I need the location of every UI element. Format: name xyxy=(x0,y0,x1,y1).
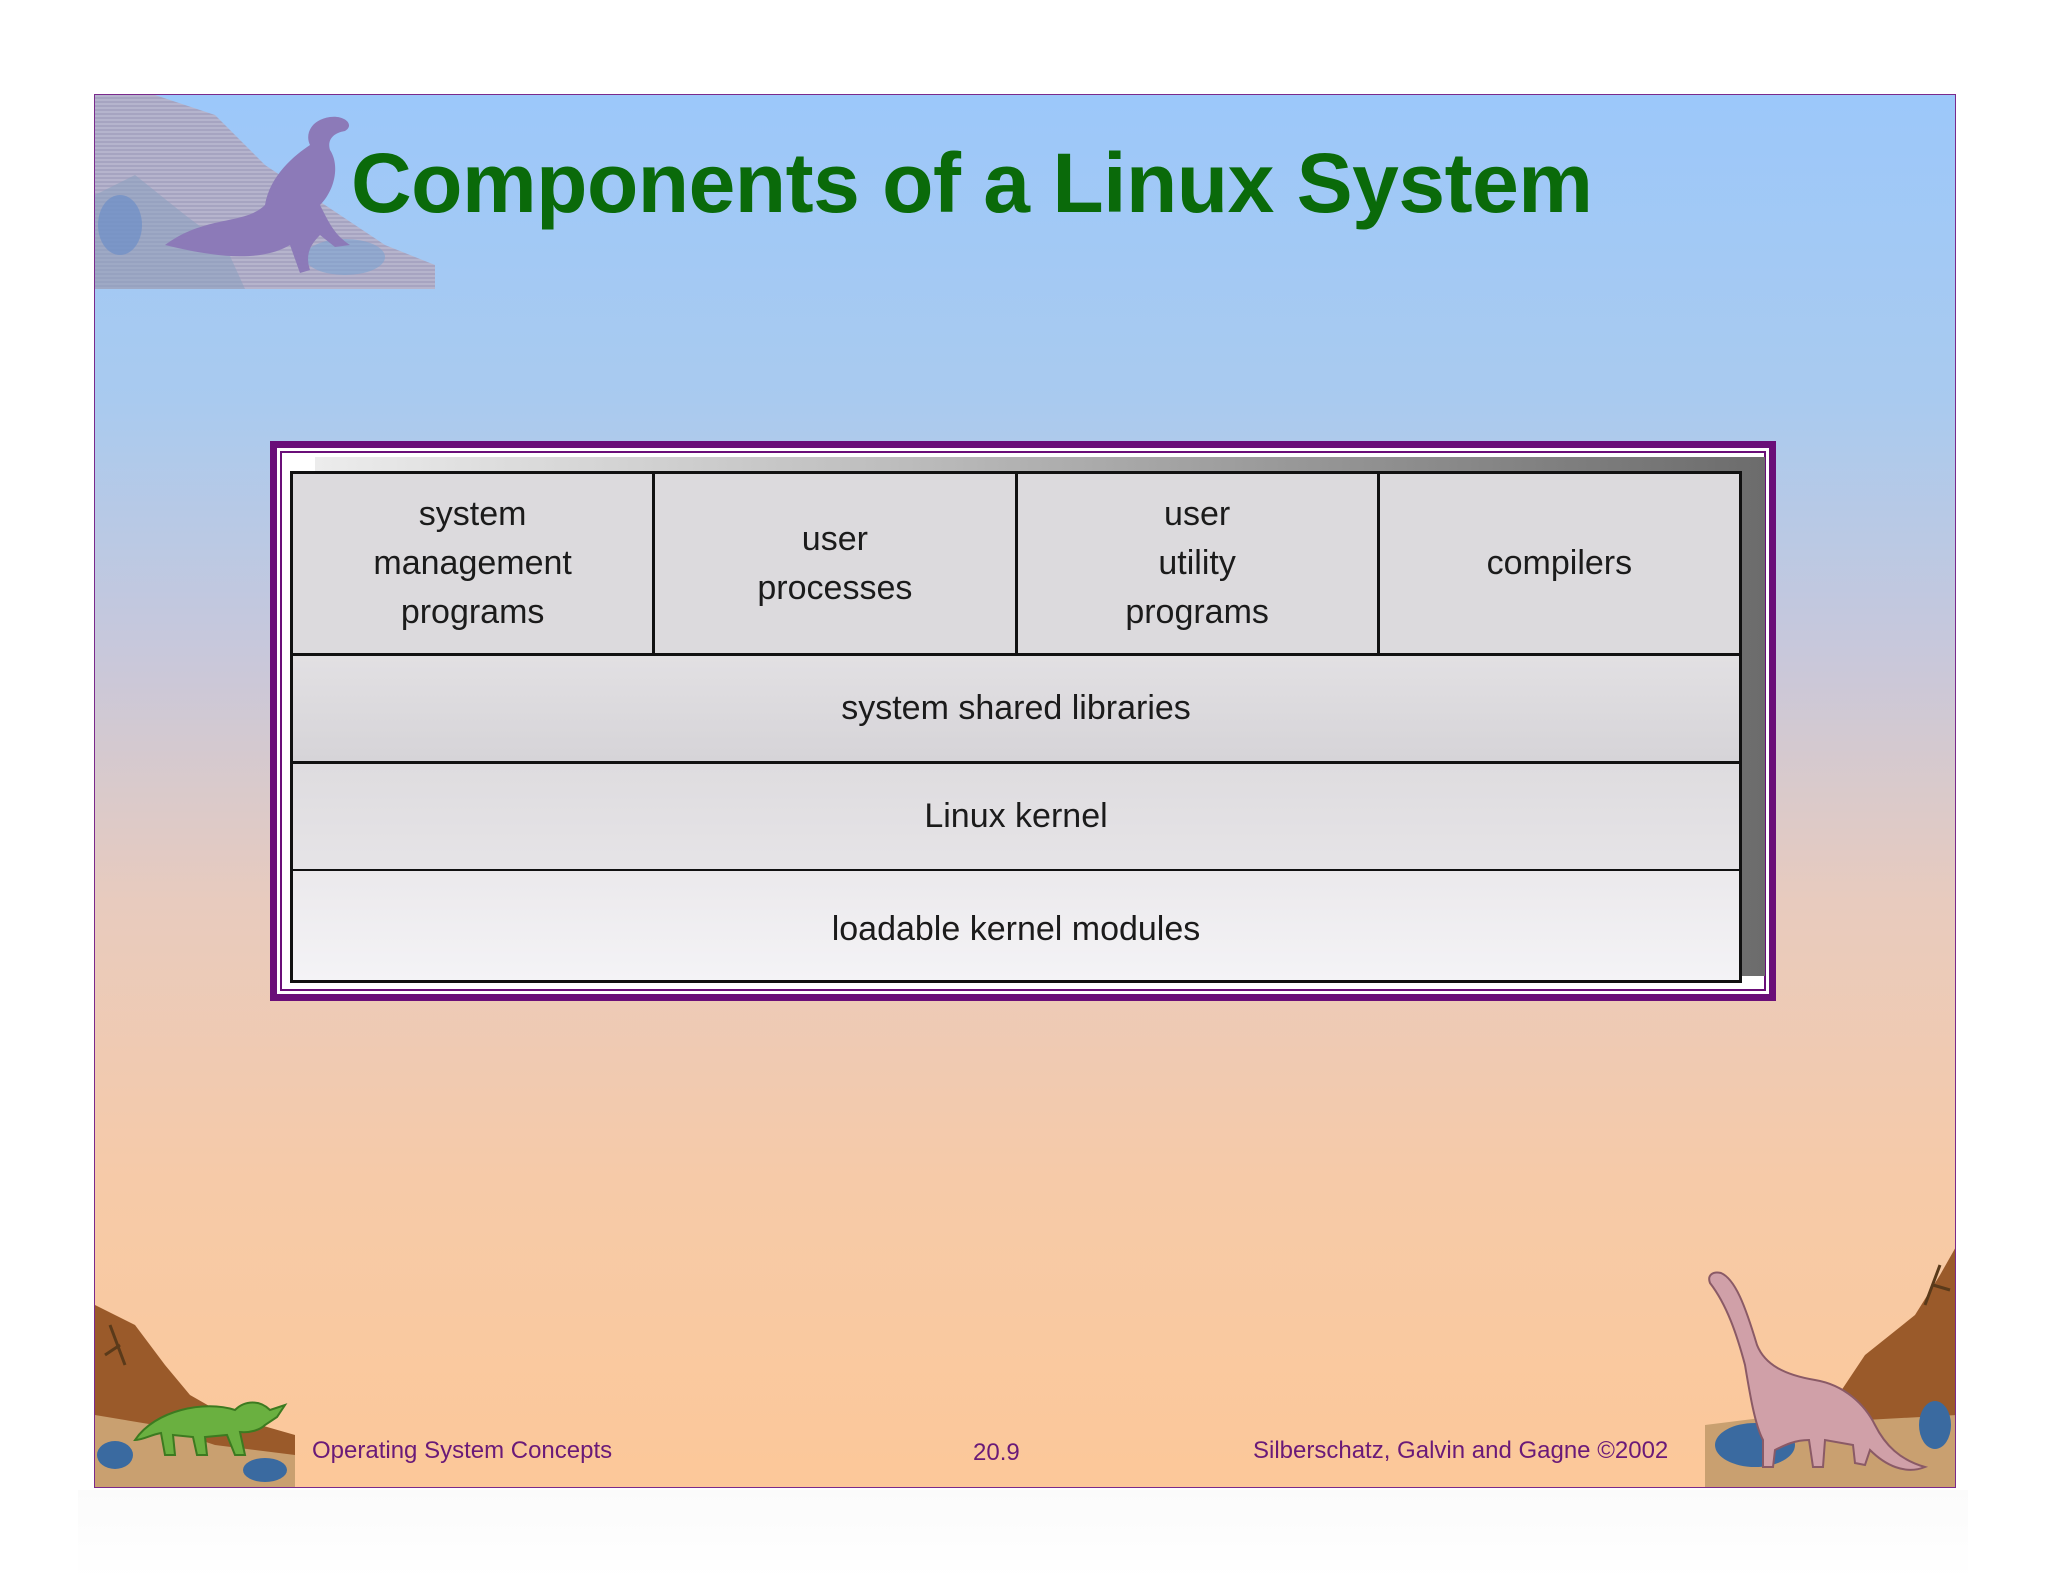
linux-components-diagram: system management programs user processe… xyxy=(270,441,1776,1001)
component-box: user processes xyxy=(655,474,1018,653)
footer-copyright: Silberschatz, Galvin and Gagne ©2002 xyxy=(1253,1437,1669,1464)
shared-libraries-layer: system shared libraries xyxy=(293,656,1739,764)
layer-stack: system management programs user processe… xyxy=(290,471,1742,983)
kernel-modules-layer: loadable kernel modules xyxy=(293,871,1739,980)
layer-label: Linux kernel xyxy=(924,797,1108,835)
tyrannosaurus-clipart-icon xyxy=(95,95,435,289)
slide-title: Components of a Linux System xyxy=(351,136,1593,230)
slide: Components of a Linux System system mana… xyxy=(94,94,1956,1488)
layer-label: loadable kernel modules xyxy=(831,910,1201,948)
kernel-layer: Linux kernel xyxy=(293,764,1739,871)
component-label: compilers xyxy=(1486,544,1633,582)
footer-page-number: 20.9 xyxy=(973,1439,1020,1466)
triceratops-clipart-icon xyxy=(95,1305,295,1487)
component-label: user utility programs xyxy=(1125,495,1269,631)
component-label: system management programs xyxy=(373,495,572,631)
layer-label: system shared libraries xyxy=(841,689,1191,727)
component-label: user processes xyxy=(757,519,913,607)
component-box: compilers xyxy=(1380,474,1739,653)
footer-book-title: Operating System Concepts xyxy=(312,1437,613,1464)
page-shadow xyxy=(78,1490,1968,1580)
brachiosaurus-clipart-icon xyxy=(1705,1248,1955,1487)
component-box: user utility programs xyxy=(1018,474,1380,653)
component-box: system management programs xyxy=(293,474,656,653)
user-level-row: system management programs user processe… xyxy=(293,474,1739,656)
